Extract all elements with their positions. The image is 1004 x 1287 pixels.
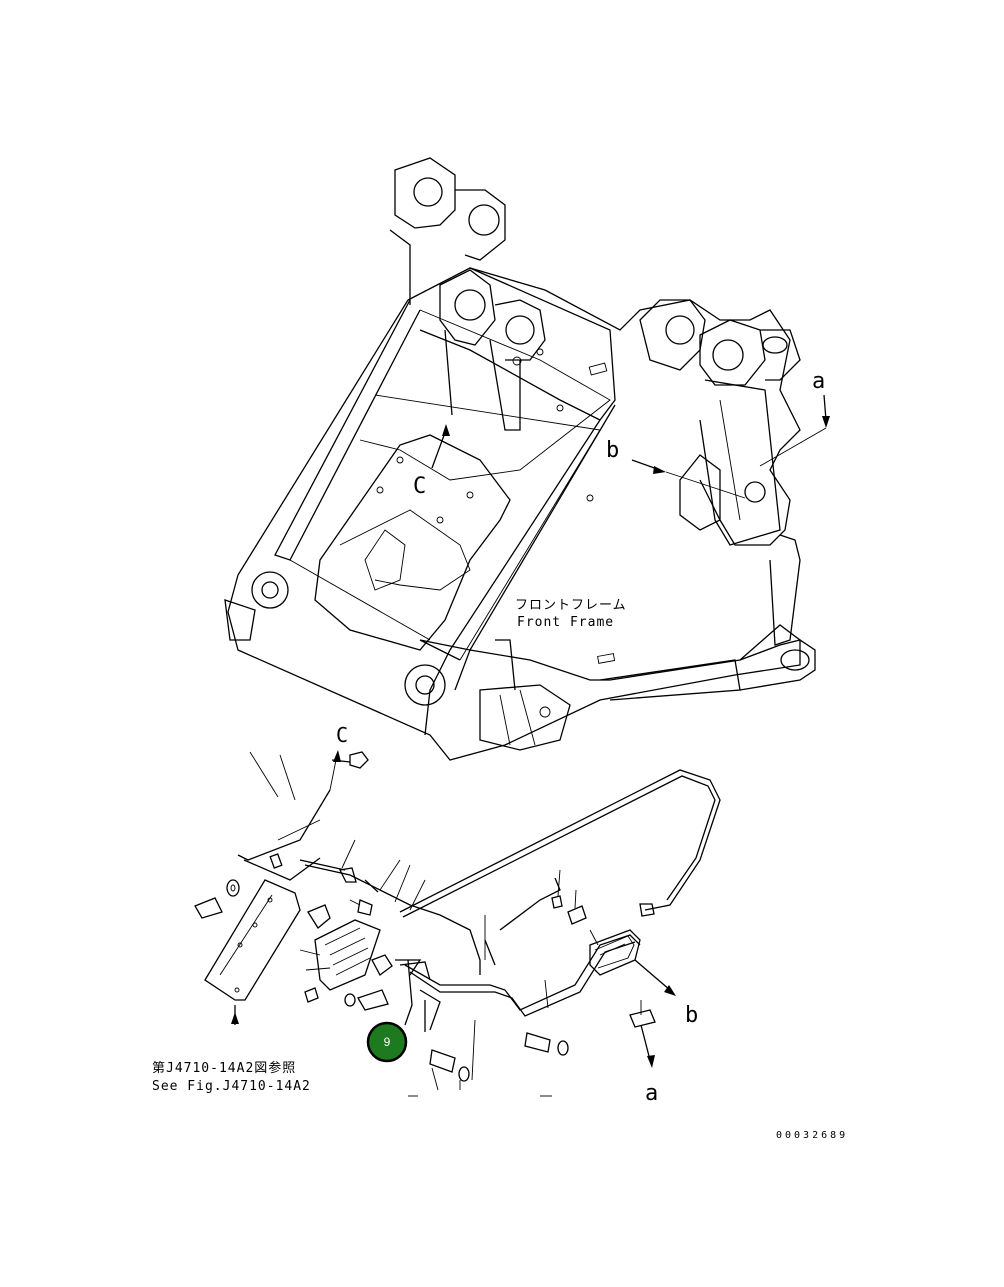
grease-piping: C b a: [237, 723, 721, 1106]
mounting-bracket: [204, 879, 301, 1025]
view-arrow-b-upper: b: [606, 438, 746, 499]
front-frame-en-label: Front Frame: [517, 615, 614, 630]
view-b-upper-label: b: [606, 438, 619, 463]
callout-number: 9: [384, 1035, 391, 1049]
grease-divider-block: [314, 899, 431, 1026]
view-b-lower-label: b: [685, 1003, 698, 1028]
view-c-upper-label: C: [413, 474, 426, 499]
callout-9[interactable]: 9: [366, 1021, 408, 1063]
view-a-upper-label: a: [812, 369, 825, 394]
front-frame: [224, 157, 816, 761]
drawing-number: 00032689: [776, 1130, 848, 1141]
view-a-lower-label: a: [645, 1081, 658, 1106]
front-frame-jp-label: フロントフレーム: [515, 598, 627, 613]
view-arrow-a-upper: a: [759, 369, 830, 467]
callout-circle: [366, 1021, 408, 1063]
see-fig-en-label: See Fig.J4710-14A2: [152, 1079, 311, 1094]
bolts-and-washers: [194, 879, 569, 1082]
view-arrow-c-upper: C: [413, 424, 450, 499]
leader-lines: [249, 751, 599, 1097]
see-fig-jp-label: 第J4710-14A2図参照: [152, 1060, 296, 1076]
view-c-lower-label: C: [336, 723, 348, 747]
